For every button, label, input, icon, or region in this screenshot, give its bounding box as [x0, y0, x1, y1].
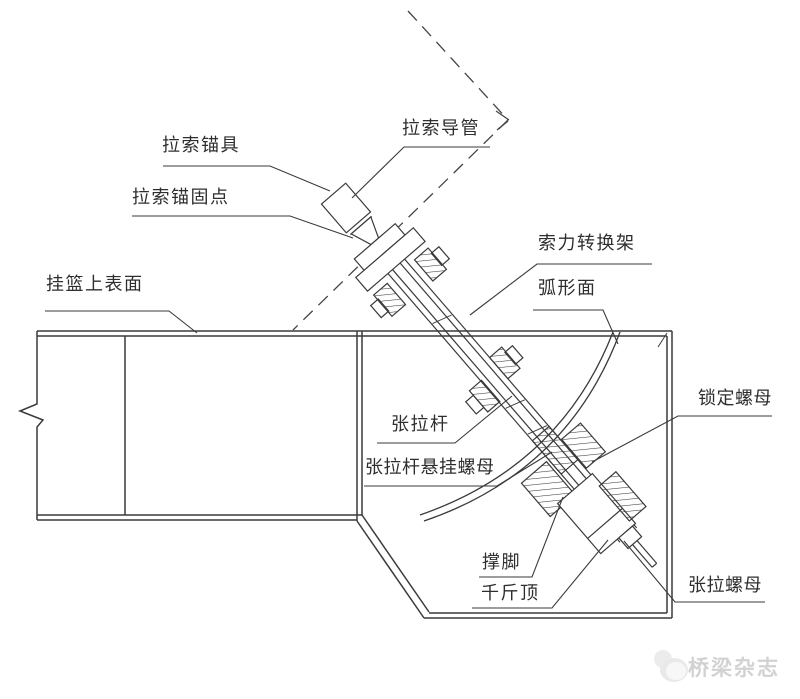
mid-rod-nut-lower: [468, 379, 501, 413]
leader-anchorage-point: [132, 215, 354, 239]
cable-axis-upper-dashed: [407, 10, 509, 121]
suspension-nut-block: [531, 425, 579, 475]
label-cable-anchor: 拉索锚具: [162, 135, 240, 156]
leader-basket-top-surface: [45, 310, 198, 334]
label-leader-lines: [45, 146, 772, 609]
label-arc-surface: 弧形面: [538, 278, 597, 299]
leader-conversion-frame: [469, 263, 652, 316]
jack-piston-line: [587, 507, 623, 539]
leader-locking-nut: [591, 415, 772, 463]
leader-cable-anchor: [163, 165, 331, 192]
conversion-frame-plate-large: [354, 226, 426, 292]
cable-axis-lower-dashed: [292, 119, 509, 331]
label-anchorage-point: 拉索锚固点: [132, 187, 230, 208]
rod-nut-upper: [413, 247, 448, 282]
label-conversion-frame: 索力转换架: [538, 233, 636, 254]
cable-axis-dashed-lines: [292, 10, 510, 331]
tensioning-assembly: [320, 182, 658, 568]
leader-guide-tube: [351, 146, 490, 199]
leader-suspension-nut: [364, 451, 553, 487]
tension-nut-block: [598, 470, 647, 522]
label-basket-top-surface: 挂篮上表面: [46, 274, 144, 295]
basket-slope-outer-line: [356, 520, 425, 619]
label-suspension-nut: 张拉杆悬挂螺母: [365, 457, 495, 478]
watermark-bridge-magazine: 桥梁杂志: [688, 656, 780, 680]
leader-support-foot: [479, 496, 564, 578]
rod-tail: [632, 540, 658, 568]
cable-anchor-block: [320, 182, 372, 234]
basket-corner-tick: [657, 332, 668, 348]
rod-nut-lower: [372, 282, 407, 318]
bridge-magazine-logo: [654, 650, 688, 682]
leader-tension-nut: [623, 540, 765, 603]
hanging-basket-outline: [17, 330, 673, 619]
leader-jack: [472, 539, 609, 609]
label-support-foot: 撑脚: [482, 552, 521, 573]
label-tension-nut: 张拉螺母: [688, 575, 762, 596]
logo-shape-inner: [666, 662, 686, 680]
leader-arc-surface: [533, 309, 619, 345]
leader-tension-rod: [377, 395, 513, 444]
label-jack: 千斤顶: [481, 583, 540, 604]
mid-rod-nut-upper: [488, 346, 521, 380]
label-tension-rod: 张拉杆: [391, 414, 450, 435]
rod-end-cap: [618, 525, 643, 550]
label-locking-nut: 锁定螺母: [698, 388, 772, 409]
basket-slope-inner-line: [361, 514, 430, 613]
rod-thread-ticks: [432, 314, 548, 435]
label-guide-tube: 拉索导管: [402, 118, 480, 139]
cable-axis-apex-tick: [495, 110, 510, 131]
basket-left-edge-with-break-symbol: [17, 331, 45, 520]
